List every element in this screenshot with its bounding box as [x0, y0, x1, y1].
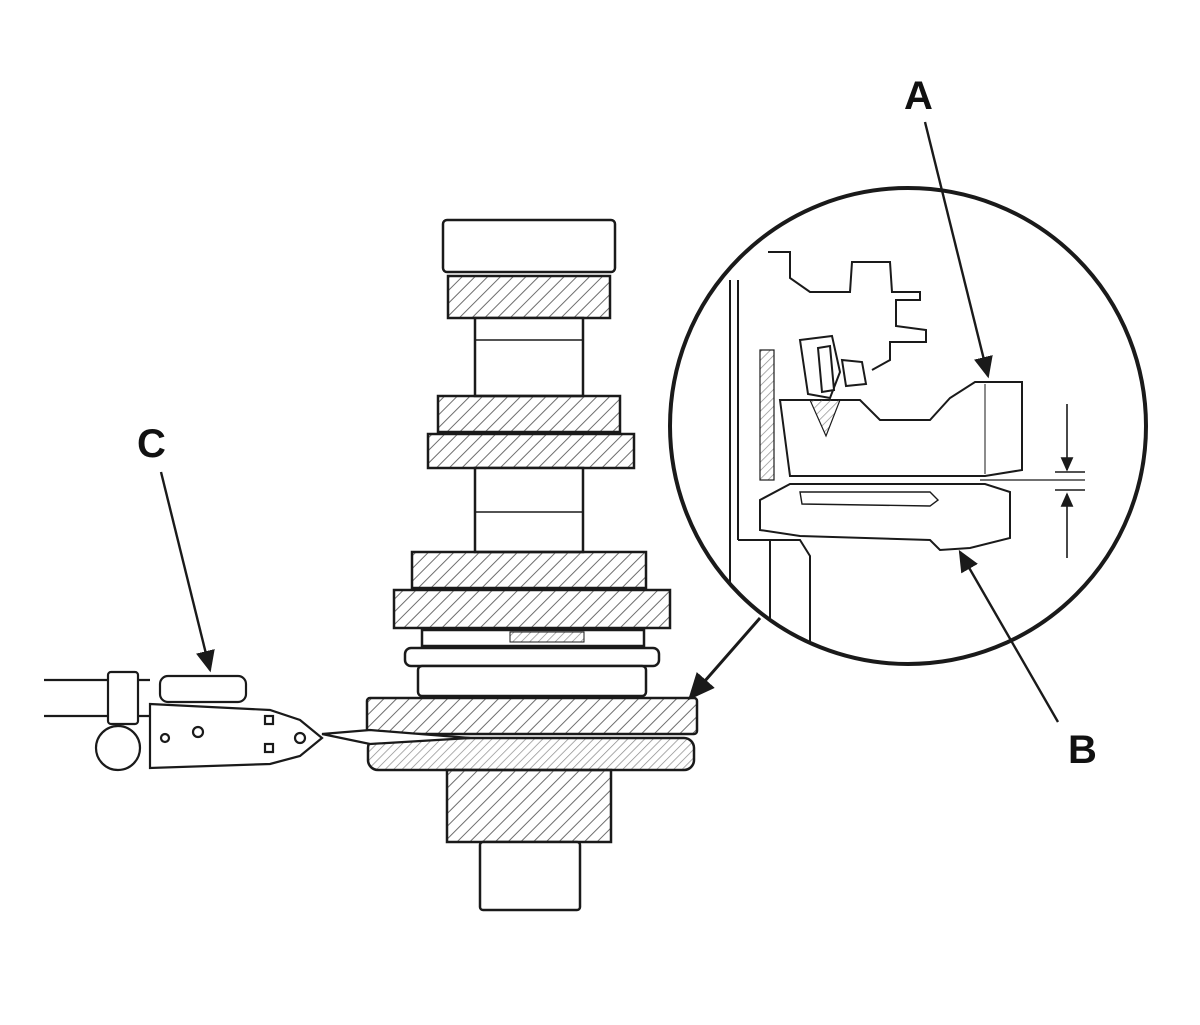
callout-label-b: B — [1068, 728, 1097, 772]
synchro-teeth — [509, 631, 585, 643]
clearance-dimension — [1055, 404, 1085, 558]
callout-c-leader — [159, 471, 215, 673]
bottom-gear — [445, 768, 613, 844]
callout-b-leader — [958, 549, 1060, 723]
feeler-gauge — [44, 670, 471, 772]
callout-label-c: C — [137, 422, 166, 466]
shaft-bottom-end — [478, 840, 582, 912]
callout-a-leader — [923, 121, 993, 379]
adjacent-gear — [366, 736, 696, 772]
gear-shaft-assembly — [365, 218, 699, 912]
feeler-blade — [321, 728, 471, 746]
gauge-knob — [94, 724, 142, 772]
detail-leader-arrow — [688, 617, 762, 701]
upper-gear-2 — [426, 432, 636, 470]
upper-gear-1 — [436, 394, 622, 434]
detail-gear-b — [759, 483, 1011, 552]
gauge-top-block — [158, 674, 248, 704]
synchro-ring — [403, 646, 661, 668]
middle-shaft-section — [473, 466, 585, 554]
upper-shaft-section — [473, 316, 585, 398]
gauge-body — [148, 702, 324, 770]
top-bearing-race — [446, 274, 612, 320]
lower-gear-1 — [410, 550, 648, 590]
gauge-clamp — [106, 670, 140, 726]
callout-label-a: A — [904, 74, 933, 118]
detail-gear-a — [778, 381, 1023, 477]
shaft-top-cap — [441, 218, 617, 274]
measured-gear — [365, 696, 699, 736]
detail-view — [668, 186, 1148, 666]
synchro-sleeve — [416, 664, 648, 698]
lower-gear-2 — [392, 588, 672, 630]
